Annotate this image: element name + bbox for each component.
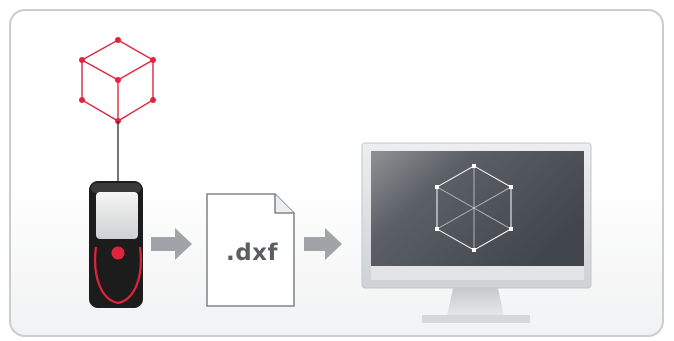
dxf-file-icon — [206, 193, 295, 307]
screen-cube-icon — [435, 164, 513, 252]
file-extension-label: .dxf — [225, 240, 279, 266]
laser-distance-meter-icon — [89, 181, 143, 308]
wireframe-cube-icon — [79, 37, 156, 124]
arrow-right-icon — [304, 228, 342, 260]
computer-monitor-icon — [361, 142, 592, 323]
arrow-right-icon — [151, 228, 192, 260]
